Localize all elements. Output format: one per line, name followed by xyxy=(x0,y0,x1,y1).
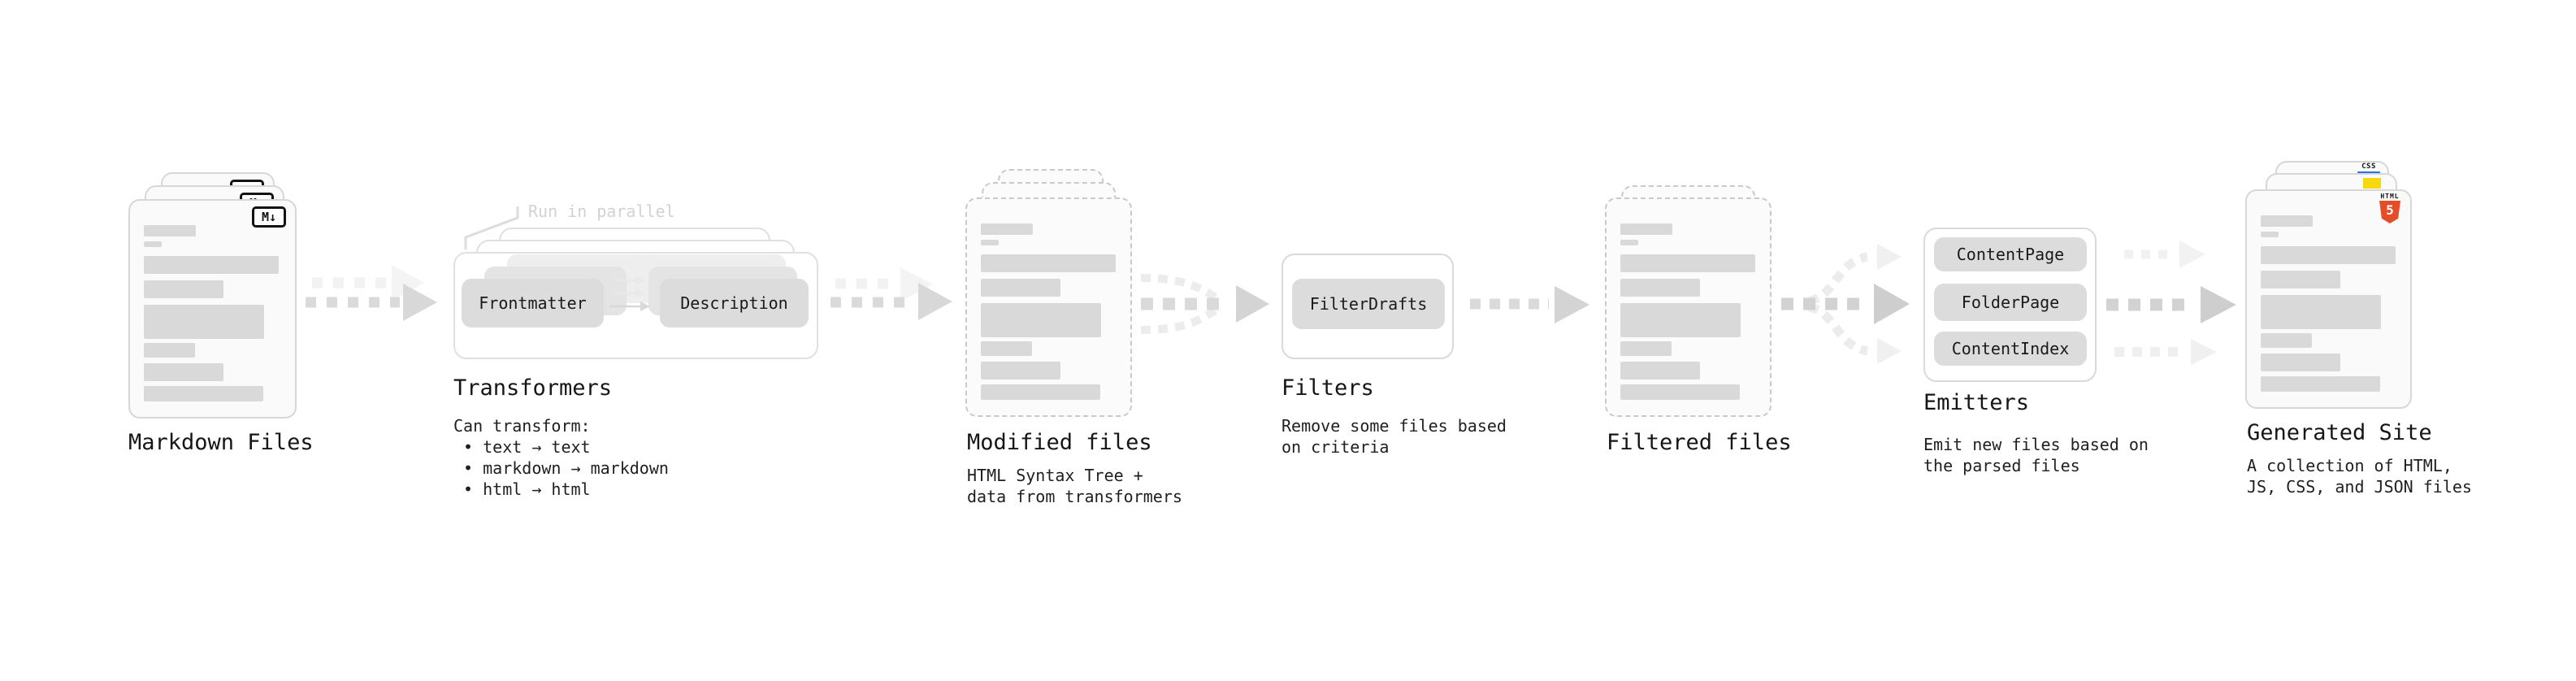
markdown-icon: M↓ xyxy=(252,206,286,228)
text-line-placeholder xyxy=(1620,384,1740,400)
text-line-placeholder xyxy=(981,279,1060,297)
text-line-placeholder xyxy=(144,280,223,298)
text-line-placeholder xyxy=(981,223,1033,235)
text-line-placeholder xyxy=(144,386,263,401)
emitter-box-contentpage: ContentPage xyxy=(1934,237,2087,271)
text-line-placeholder xyxy=(1620,303,1741,337)
transformer-box-description: Description xyxy=(660,279,809,327)
run-in-parallel-annotation: Run in parallel xyxy=(528,202,675,221)
transformer-box-frontmatter: Frontmatter xyxy=(462,279,604,327)
css-icon-label: CSS xyxy=(2361,163,2376,171)
text-line-placeholder xyxy=(144,305,264,339)
js-icon xyxy=(2363,178,2381,189)
text-line-placeholder xyxy=(981,254,1116,272)
annotation-leader-line xyxy=(464,206,519,249)
emitter-box-contentindex: ContentIndex xyxy=(1934,332,2087,366)
modified-file-document xyxy=(965,197,1132,417)
parallel-arrows-icon xyxy=(609,275,650,311)
text-line-placeholder xyxy=(981,362,1060,380)
site-file-document: HTML 5 xyxy=(2245,189,2412,409)
filters-description: Remove some files based on criteria xyxy=(1281,416,1507,457)
text-line-placeholder xyxy=(1620,254,1755,272)
text-line-placeholder xyxy=(981,303,1101,337)
text-line-placeholder xyxy=(1620,223,1672,235)
html5-icon: HTML 5 xyxy=(2378,193,2402,223)
arrow-emitters-to-site-icon xyxy=(2106,241,2236,365)
stage-title-filtered-files: Filtered files xyxy=(1607,430,1792,455)
text-line-placeholder xyxy=(144,241,162,247)
emitters-description: Emit new files based on the parsed files xyxy=(1923,435,2149,475)
arrow-transformers-to-modified-icon xyxy=(830,267,952,320)
text-line-placeholder xyxy=(2261,215,2313,227)
html5-icon-shield: 5 xyxy=(2379,201,2400,223)
text-line-placeholder xyxy=(144,256,279,274)
stage-title-modified-files: Modified files xyxy=(967,430,1152,455)
markdown-icon-label: M↓ xyxy=(261,210,277,224)
html5-icon-number: 5 xyxy=(2386,202,2394,218)
text-line-placeholder xyxy=(2261,232,2279,237)
modified-files-description: HTML Syntax Tree + data from transformer… xyxy=(967,466,1182,506)
text-line-placeholder xyxy=(2261,354,2340,371)
text-line-placeholder xyxy=(981,384,1100,400)
emitter-box-folderpage: FolderPage xyxy=(1934,284,2087,321)
filtered-file-document xyxy=(1605,197,1772,417)
stage-title-filters: Filters xyxy=(1281,375,1374,401)
generated-site-description: A collection of HTML, JS, CSS, and JSON … xyxy=(2247,456,2472,497)
text-line-placeholder xyxy=(2261,295,2381,329)
text-line-placeholder xyxy=(144,225,196,236)
text-line-placeholder xyxy=(144,343,195,358)
text-line-placeholder xyxy=(2261,271,2340,288)
text-line-placeholder xyxy=(2261,376,2380,392)
filter-box-filterdrafts: FilterDrafts xyxy=(1292,279,1445,329)
text-line-placeholder xyxy=(1620,279,1700,297)
text-line-placeholder xyxy=(1620,362,1700,380)
text-line-placeholder xyxy=(144,363,223,381)
text-line-placeholder xyxy=(1620,341,1672,356)
arrow-filtered-to-emitters-icon xyxy=(1781,244,1910,364)
markdown-file-document: M↓ xyxy=(128,199,297,419)
text-line-placeholder xyxy=(981,240,999,245)
stage-title-emitters: Emitters xyxy=(1923,390,2030,415)
arrow-modified-to-filters-icon xyxy=(1140,274,1269,334)
stage-title-transformers: Transformers xyxy=(453,375,613,401)
transformers-description: Can transform: • text → text • markdown … xyxy=(453,416,669,499)
text-line-placeholder xyxy=(2261,333,2312,348)
arrow-markdown-to-transformers-icon xyxy=(306,265,437,321)
arrow-filters-to-filtered-icon xyxy=(1470,286,1589,323)
stage-title-generated-site: Generated Site xyxy=(2247,420,2432,445)
text-line-placeholder xyxy=(1620,240,1638,245)
html5-icon-label: HTML xyxy=(2380,193,2400,200)
text-line-placeholder xyxy=(2261,246,2396,264)
stage-title-markdown-files: Markdown Files xyxy=(128,430,314,455)
text-line-placeholder xyxy=(981,341,1032,356)
